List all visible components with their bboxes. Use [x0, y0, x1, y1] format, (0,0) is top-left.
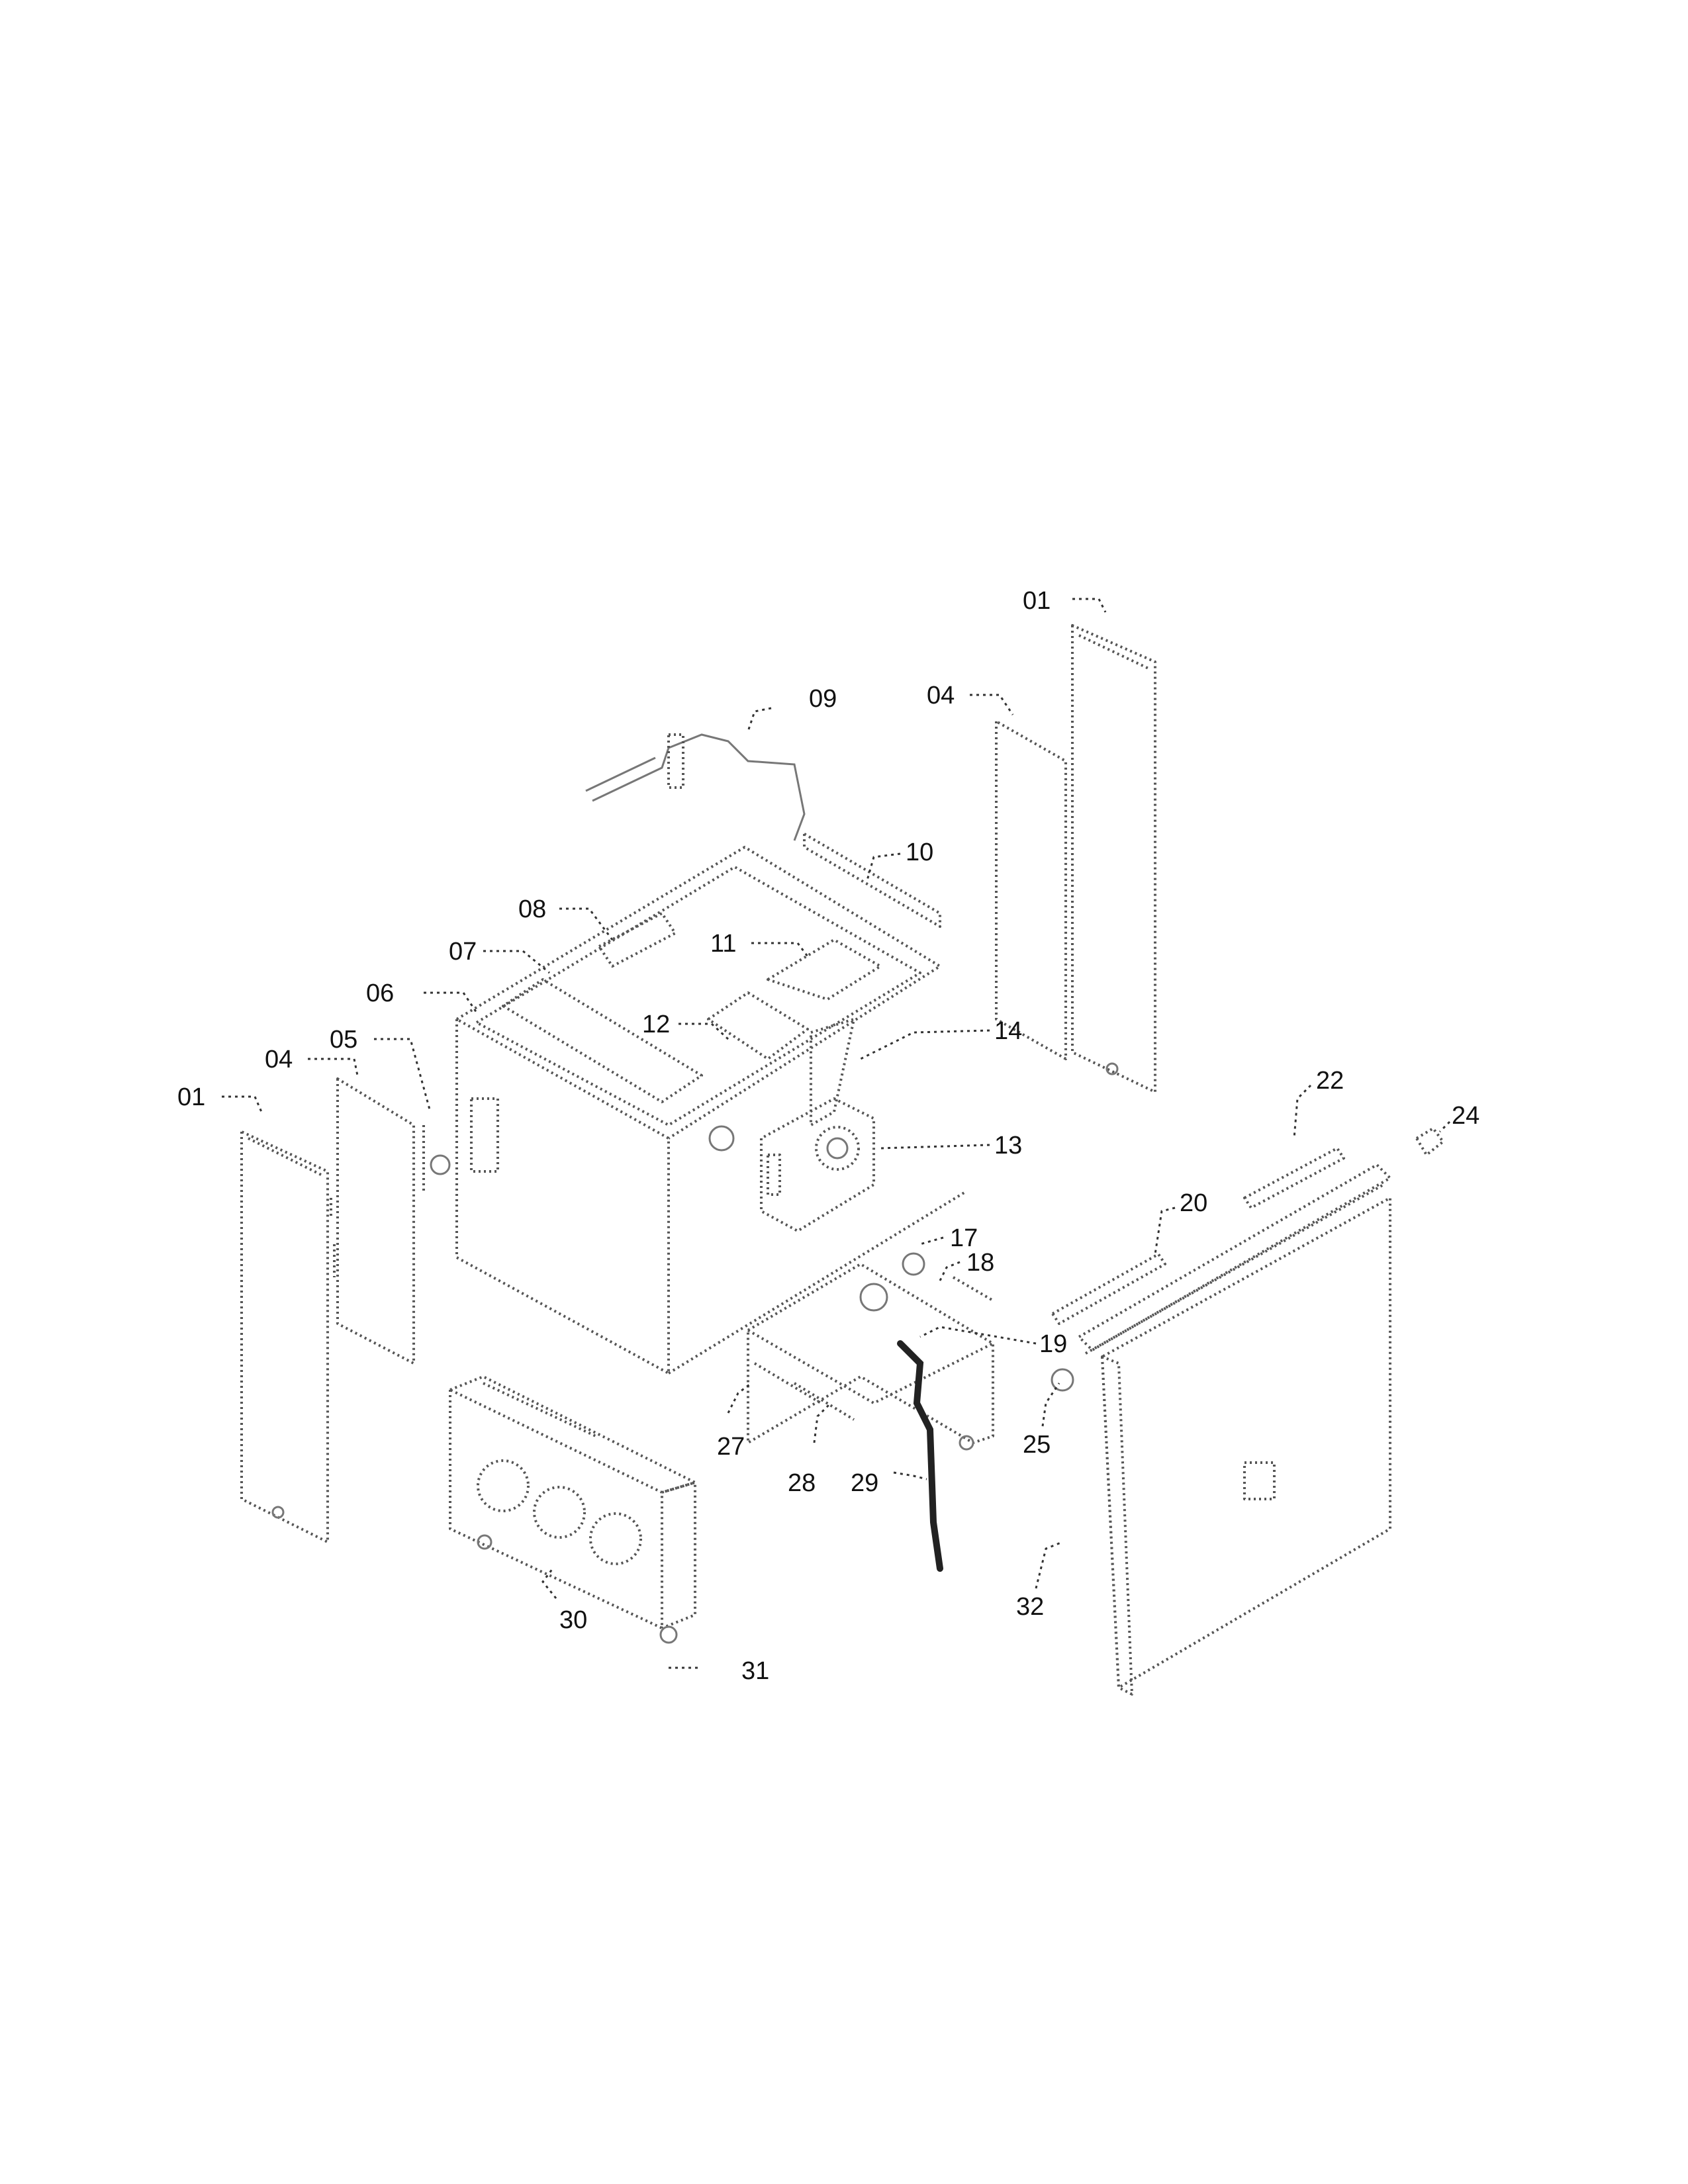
- callout-01-left: 01: [177, 1083, 205, 1111]
- upper-handle: [1243, 1147, 1345, 1209]
- lower-manifold: [747, 1252, 994, 1451]
- rear-top-trim: [803, 833, 941, 928]
- callout-11: 11: [710, 930, 736, 958]
- callout-13: 13: [994, 1132, 1022, 1160]
- callout-22: 22: [1316, 1067, 1344, 1095]
- oven-door: [1101, 1197, 1391, 1696]
- callout-32: 32: [1016, 1593, 1044, 1621]
- callout-19: 19: [1039, 1330, 1067, 1358]
- callout-18: 18: [966, 1249, 994, 1277]
- callout-30: 30: [559, 1606, 587, 1634]
- callout-27: 27: [717, 1433, 745, 1461]
- right-insulation-panel: [995, 720, 1067, 1060]
- left-insulation-panel: [330, 1077, 415, 1365]
- callout-14: 14: [994, 1017, 1022, 1045]
- right-side-panel: [1071, 624, 1156, 1093]
- callout-01-right: 01: [1023, 587, 1051, 615]
- door-stop: [1051, 1368, 1074, 1392]
- callout-29: 29: [851, 1469, 878, 1497]
- gas-tube: [585, 733, 806, 841]
- callout-08: 08: [518, 895, 546, 923]
- top-rail: [598, 912, 677, 968]
- left-side-panel: [240, 1130, 329, 1543]
- callout-05: 05: [330, 1026, 357, 1054]
- callout-04-right: 04: [927, 682, 955, 709]
- burner-assembly: [760, 1097, 875, 1232]
- hinge-clip: [1415, 1127, 1444, 1156]
- leader-lines: [222, 598, 1451, 1669]
- callout-17: 17: [950, 1224, 978, 1252]
- oven-body: [455, 846, 968, 1375]
- callout-20: 20: [1180, 1189, 1207, 1217]
- callout-12: 12: [642, 1011, 670, 1038]
- callout-labels: 01 01 04 04 05 06 07 08 09 10 11 12 13 1…: [177, 587, 1479, 1685]
- callout-04-left: 04: [265, 1046, 293, 1073]
- callout-25: 25: [1023, 1431, 1051, 1459]
- gas-hose: [897, 1340, 943, 1572]
- callout-06: 06: [366, 979, 394, 1007]
- callout-07: 07: [449, 938, 477, 966]
- door-handle-trim: [1051, 1163, 1391, 1355]
- callout-31: 31: [741, 1657, 769, 1685]
- side-bracket: [422, 1125, 451, 1191]
- callout-24: 24: [1452, 1102, 1479, 1130]
- callout-10: 10: [906, 839, 933, 866]
- callout-28: 28: [788, 1469, 816, 1497]
- callout-09: 09: [809, 685, 837, 713]
- control-panel: [449, 1375, 696, 1644]
